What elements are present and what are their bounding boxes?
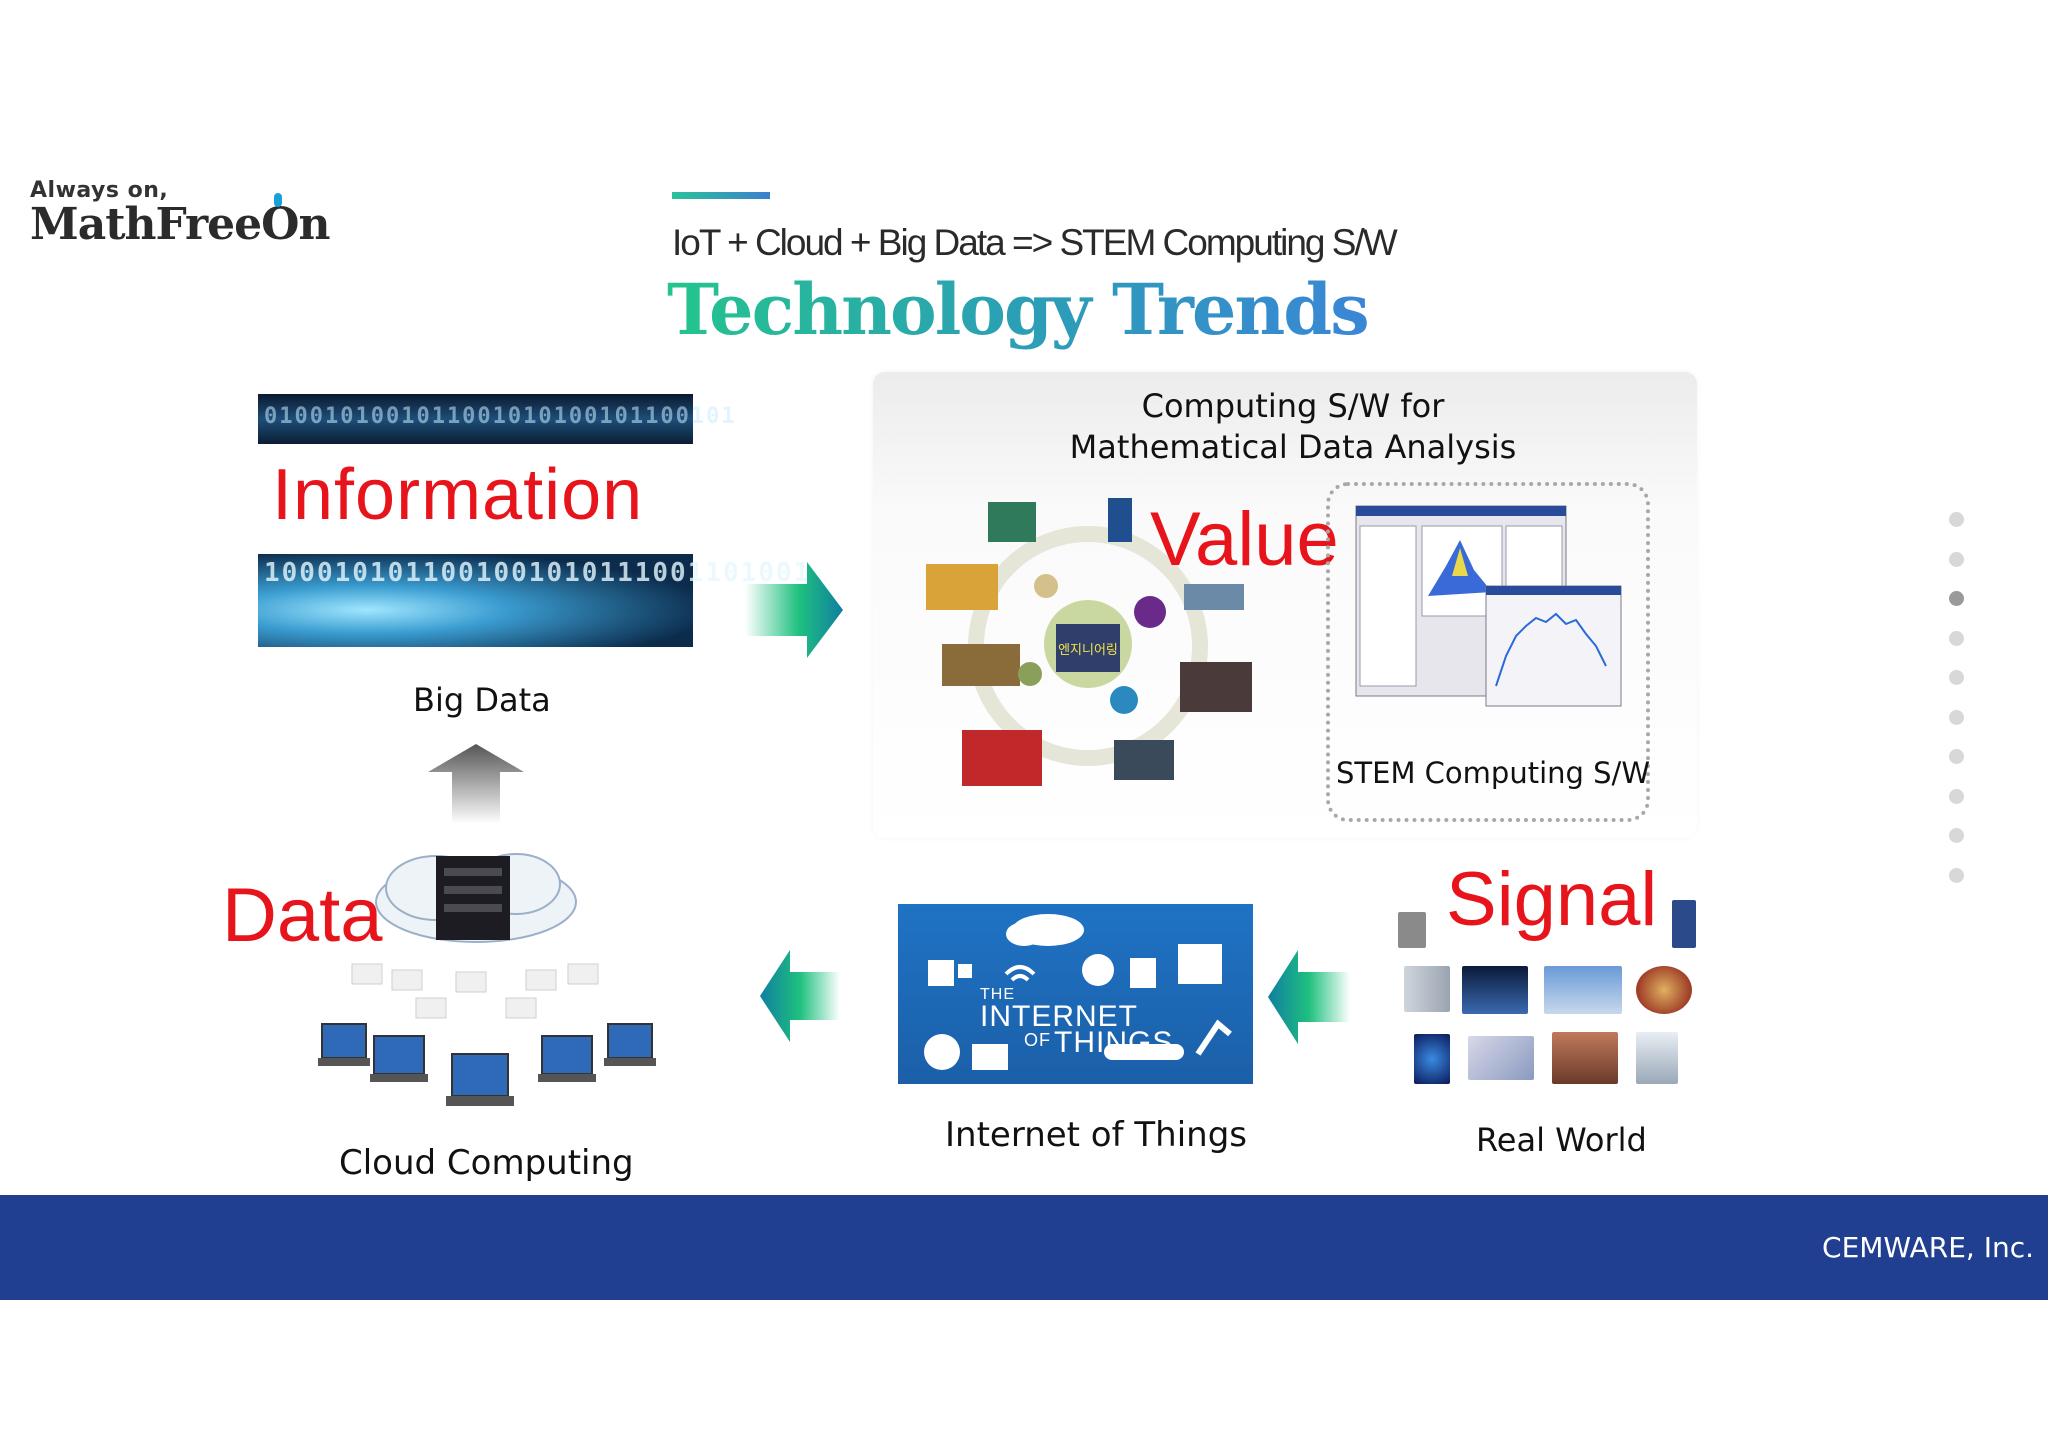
footer-bar: CEMWARE, Inc. [0,1195,2048,1300]
slide-pagination [1949,512,1964,907]
pagination-dot[interactable] [1949,551,1964,567]
pagination-dot[interactable] [1949,828,1964,843]
binary-image-bottom: 1000101011001001010111001101001 [258,554,812,647]
stem-computing-label: STEM Computing S/W [1336,756,1651,790]
pagination-dot[interactable] [1949,867,1964,883]
page-subtitle: IoT + Cloud + Big Data => STEM Computing… [672,222,1398,263]
computing-title-line2: Mathematical Data Analysis [1069,428,1517,466]
cloud-computing-label: Cloud Computing [339,1143,634,1183]
photo-engine [1468,1036,1534,1080]
right-arrow-icon [745,562,843,658]
iot-icons [924,914,1232,1070]
engineering-wheel-image: 엔지니어링 [926,498,1252,786]
iot-the: THE [980,986,1015,1003]
iot-things: THINGS [1054,1026,1174,1059]
computing-panel-title: Computing S/W for Mathematical Data Anal… [873,386,1713,468]
binary-text-bottom: 1000101011001001010111001101001 [264,558,812,588]
logo-name: MathFreeOn [30,193,330,250]
up-arrow-icon [428,744,524,824]
photo-device [1672,900,1696,948]
photo-satellite [1462,966,1528,1014]
stem-software-box [1326,482,1650,822]
wheel-center-text: 엔지니어링 [1058,643,1118,658]
title-accent-bar [672,192,770,199]
pagination-dot[interactable] [1949,630,1964,646]
big-data-label: Big Data [413,681,551,719]
photo-brain [1414,1034,1450,1084]
photo-rover [1552,1032,1618,1084]
pagination-dot[interactable] [1949,709,1964,725]
signal-headline: Signal [1446,857,1658,942]
binary-image-top: 0100101001011001010100101100101 [258,394,737,444]
left-arrow-icon [760,950,840,1042]
photo-robot [1398,912,1426,948]
logo-name-text: MathFreeOn [30,199,330,250]
photo-refrigerator [1404,966,1450,1012]
cloud-computing-image [318,853,656,1106]
logo: Always on, MathFreeOn [30,178,330,250]
power-icon [274,193,283,207]
information-headline: Information [272,455,644,535]
iot-of: OF [1024,1030,1051,1050]
computing-title-line1: Computing S/W for [1141,387,1445,425]
page-title: Technology Trends [667,268,1370,351]
iot-image: THE INTERNET OF THINGS [898,904,1253,1084]
photo-wafer [1636,966,1692,1014]
footer-company: CEMWARE, Inc. [1822,1231,2034,1264]
pagination-dot[interactable] [1949,670,1964,685]
left-arrow-icon [1268,950,1350,1044]
pagination-dot[interactable] [1949,749,1964,764]
pagination-dot-active[interactable] [1949,591,1964,606]
stem-software-screenshot [1355,505,1622,707]
pagination-dot[interactable] [1949,512,1964,527]
value-headline: Value [1150,497,1339,582]
binary-text-top: 0100101001011001010100101100101 [264,404,737,429]
data-headline: Data [222,873,383,958]
real-world-label: Real World [1476,1121,1647,1159]
iot-label: Internet of Things [945,1115,1247,1155]
logo-tagline: Always on, [30,178,169,203]
photo-city [1636,1032,1678,1084]
iot-internet: INTERNET [980,1000,1138,1033]
photo-wind-turbines [1544,966,1622,1014]
pagination-dot[interactable] [1949,788,1964,804]
